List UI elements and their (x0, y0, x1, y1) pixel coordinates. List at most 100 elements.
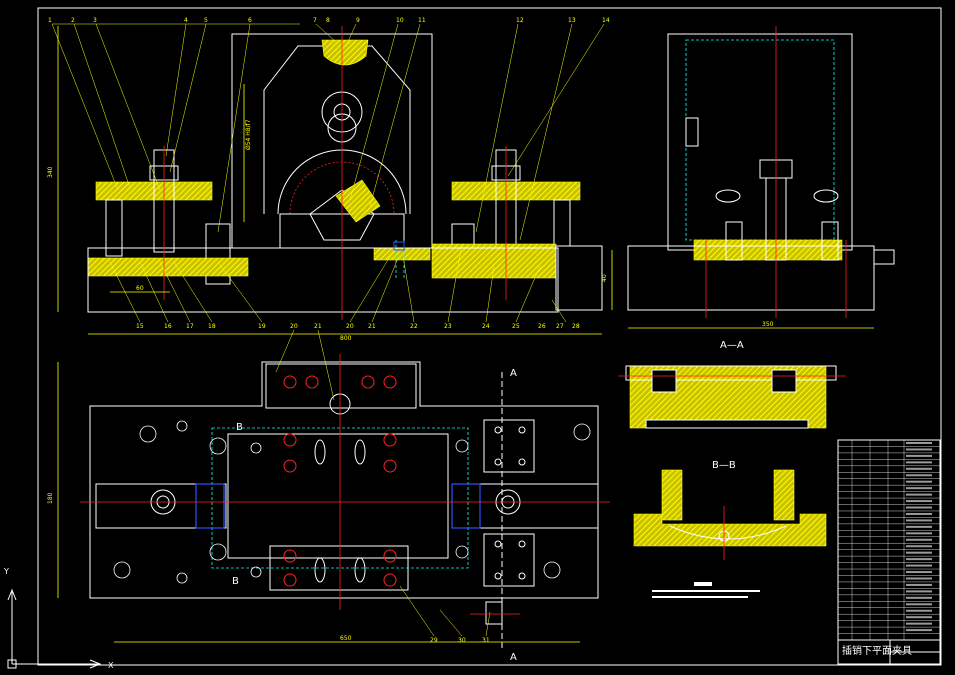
side-left-pin (725, 221, 743, 261)
plan-dim-height-label: 180 (47, 492, 54, 504)
section-a-pocket-left (651, 369, 677, 393)
parts-row-text (906, 519, 932, 522)
balloon-20: 20 (346, 323, 354, 330)
front-right-bracket (555, 245, 603, 311)
side-boss (685, 117, 699, 147)
section-b-label: B—B (712, 460, 736, 471)
balloon-1: 1 (48, 17, 52, 24)
front-view: 800 340 60 Ø54 H8/f7 1 2 3 4 5 (47, 17, 610, 342)
title-block: 插销下平面夹具 (837, 639, 941, 665)
front-upright-inner (263, 45, 411, 214)
section-a-view: A—A (618, 340, 846, 429)
balloon-2: 2 (71, 17, 75, 24)
front-upright (231, 33, 433, 249)
side-upright-slot (685, 39, 835, 241)
marker-a-bottom: A (510, 652, 517, 663)
parts-row-text (906, 500, 932, 503)
parts-list-rows (838, 440, 940, 640)
side-right-clip (813, 189, 839, 203)
section-b-post-right (773, 469, 795, 521)
parts-row-text (906, 454, 932, 457)
plan-outline (89, 361, 599, 599)
balloon-24: 24 (482, 323, 490, 330)
plan-screw-holes (283, 375, 397, 587)
balloon-29: 29 (430, 637, 438, 644)
plan-top-block (265, 363, 417, 409)
parts-row-text (906, 577, 932, 580)
front-base-plate (87, 247, 559, 313)
front-left-pin (105, 199, 123, 257)
plan-center-frame-inner (227, 433, 449, 559)
plan-holes (113, 420, 591, 584)
parts-row-text (906, 603, 932, 606)
balloon-8: 8 (326, 17, 330, 24)
front-base-left (87, 257, 249, 277)
balloon-21: 21 (368, 323, 376, 330)
plan-lens-shapes (314, 439, 366, 583)
ucs-icon: Y X (3, 567, 114, 670)
plan-handle (485, 601, 503, 625)
balloon-16: 16 (164, 323, 172, 330)
parts-row-text (906, 448, 932, 451)
parts-row-text (906, 564, 932, 567)
parts-row-text (906, 532, 932, 535)
balloon-14: 14 (602, 17, 610, 24)
balloon-26: 26 (538, 323, 546, 330)
parts-row-text (906, 596, 932, 599)
marker-b-top: B (236, 422, 243, 433)
technical-notes (652, 582, 760, 598)
plan-left-slot (95, 483, 227, 529)
parts-row-text (906, 442, 932, 444)
balloon-30: 30 (458, 637, 466, 644)
parts-row-text (906, 583, 932, 586)
balloon-11: 11 (418, 17, 426, 24)
parts-row-text (906, 467, 932, 470)
parts-row-text (906, 538, 932, 541)
section-a-pocket-right (771, 369, 797, 393)
marker-a-top: A (510, 368, 517, 379)
balloon-15: 15 (136, 323, 144, 330)
balloon-plan-20: 20 (290, 323, 298, 330)
front-top-boss (321, 39, 369, 66)
front-vertical-dim-label: Ø54 H8/f7 (245, 119, 252, 150)
parts-row-text (906, 506, 932, 509)
drawing-frame (37, 7, 942, 666)
balloon-31: 31 (482, 637, 490, 644)
balloon-7: 7 (313, 17, 317, 24)
parts-list (837, 439, 941, 641)
plan-dim-width-label: 650 (340, 635, 352, 642)
parts-row-text (906, 545, 932, 548)
front-dim-height-label: 340 (47, 166, 54, 178)
plan-right-block-top (483, 419, 535, 473)
parts-row-text (906, 571, 932, 574)
side-right-pin (821, 221, 839, 261)
marker-b-bottom: B (232, 576, 239, 587)
section-a-top-bar (625, 365, 837, 381)
side-upright (667, 33, 853, 251)
balloon-18: 18 (208, 323, 216, 330)
balloon-12: 12 (516, 17, 524, 24)
side-left-clip (715, 189, 741, 203)
parts-row-text (906, 512, 932, 515)
parts-row-text (906, 461, 932, 464)
parts-row-text (906, 525, 932, 528)
balloon-9: 9 (356, 17, 360, 24)
balloon-27: 27 (556, 323, 564, 330)
notes-line-2 (652, 596, 748, 598)
front-right-pin (553, 199, 571, 247)
side-dim-height-label: 40 (601, 274, 608, 282)
parts-row-text (906, 629, 932, 632)
front-balloons-top: 1 2 3 4 5 6 7 8 9 10 11 12 13 14 (48, 17, 610, 24)
front-balloons-bottom: 15 16 17 18 19 20 21 22 23 24 25 26 27 2… (136, 323, 580, 330)
section-a-label: A—A (720, 340, 744, 351)
svg-text:Y: Y (3, 567, 9, 576)
side-clamp (693, 239, 843, 261)
side-handle (873, 249, 895, 265)
side-view: 350 40 (601, 26, 895, 329)
plan-clamp-bar-right (451, 483, 481, 529)
side-base (627, 245, 875, 311)
parts-row-text (906, 551, 932, 554)
side-dim-width-label: 350 (762, 321, 774, 328)
parts-row-text (906, 474, 932, 477)
